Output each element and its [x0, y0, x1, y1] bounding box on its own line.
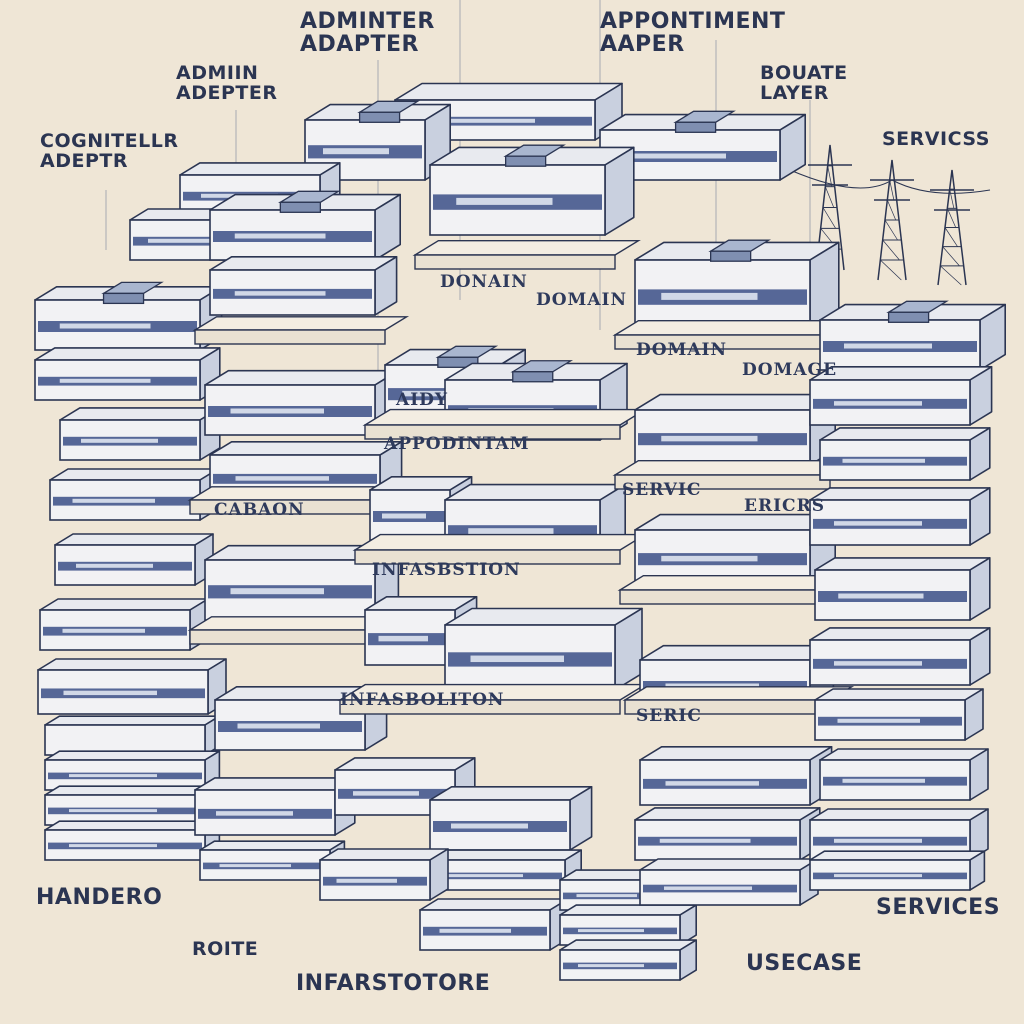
server-box — [194, 777, 356, 836]
platform-label-domain-1: DONAIN — [440, 272, 528, 292]
platform-slab — [187, 486, 415, 515]
platform-label-domain-2b: DOMAGE — [742, 360, 838, 380]
server-box — [34, 281, 223, 351]
server-box — [634, 239, 840, 331]
pylon-towers — [789, 144, 991, 286]
server-box — [809, 487, 991, 546]
server-box — [319, 848, 449, 901]
label-roite: ROITE — [192, 938, 259, 960]
server-box — [59, 407, 221, 461]
server-box — [809, 850, 986, 891]
label-domain-layer: BOUATE LAYER — [760, 62, 848, 104]
server-box — [209, 190, 402, 261]
server-box — [819, 300, 1007, 371]
server-box — [34, 347, 221, 401]
server-stacks — [34, 82, 1007, 981]
platform-label-cabaon: CABAON — [214, 500, 305, 520]
label-handero: HANDERO — [36, 885, 163, 910]
server-box — [419, 898, 569, 951]
server-box — [54, 533, 214, 586]
server-box — [204, 544, 400, 621]
server-box — [444, 607, 643, 691]
label-admin-adapter-top: ADMINTER ADAPTER — [300, 9, 435, 58]
server-box — [559, 904, 698, 946]
server-box — [39, 598, 209, 651]
server-box — [814, 557, 991, 621]
server-box — [634, 393, 837, 466]
server-box — [634, 513, 837, 586]
power-line — [789, 169, 991, 194]
label-appointment-adapter: APPONTIMENT AAPER — [600, 9, 786, 58]
platform-label-service-1: SERVIC — [622, 480, 702, 500]
platform-slab — [617, 575, 856, 605]
pylon — [870, 159, 914, 281]
platform-label-appointment: APPODINTAM — [384, 434, 530, 454]
platform-label-infrastructure-1: INFASBSTION — [372, 560, 521, 580]
platform-label-aid: AIDY — [396, 390, 449, 410]
label-controller-adapter: COGNITELLR ADEPTR — [40, 130, 179, 172]
server-box — [394, 82, 623, 141]
platform-label-service-1b: ERICRS — [744, 496, 825, 516]
platform-label-domain-1b: DOMAIN — [536, 290, 628, 310]
label-usecase: USECASE — [746, 951, 863, 976]
server-box — [44, 820, 221, 861]
platform-slab — [612, 320, 851, 350]
server-box — [819, 427, 991, 481]
label-admin-adepter: ADMIIN ADEPTER — [176, 62, 278, 104]
server-box — [809, 365, 993, 426]
platform-slab — [362, 408, 648, 440]
platform-slab — [337, 683, 648, 715]
server-box — [559, 939, 698, 981]
platform-slab — [622, 686, 855, 715]
server-box — [37, 658, 227, 715]
server-box — [634, 807, 821, 861]
server-box — [639, 745, 833, 806]
pylon — [930, 169, 974, 286]
label-services-top: SERVICSS — [882, 128, 990, 150]
server-box — [44, 715, 221, 756]
server-box — [819, 748, 989, 801]
server-box — [199, 840, 346, 881]
server-box — [44, 785, 221, 826]
platform-slab — [352, 533, 648, 565]
platform-label-service-2: SERIC — [636, 706, 702, 726]
label-services-bottom: SERVICES — [876, 895, 1001, 920]
platform-slab — [192, 316, 410, 345]
server-box — [209, 255, 398, 316]
platform-label-infrastructure-2: INFASBOLITON — [340, 690, 505, 710]
server-box — [639, 858, 819, 906]
label-infrastore: INFARSTOTORE — [296, 971, 491, 996]
server-box — [814, 688, 984, 741]
server-box — [429, 144, 635, 236]
server-box — [809, 627, 991, 686]
server-box — [429, 785, 593, 851]
platform-slab — [412, 239, 641, 270]
server-box — [44, 750, 221, 791]
platform-label-domain-2: DOMAIN — [636, 340, 728, 360]
